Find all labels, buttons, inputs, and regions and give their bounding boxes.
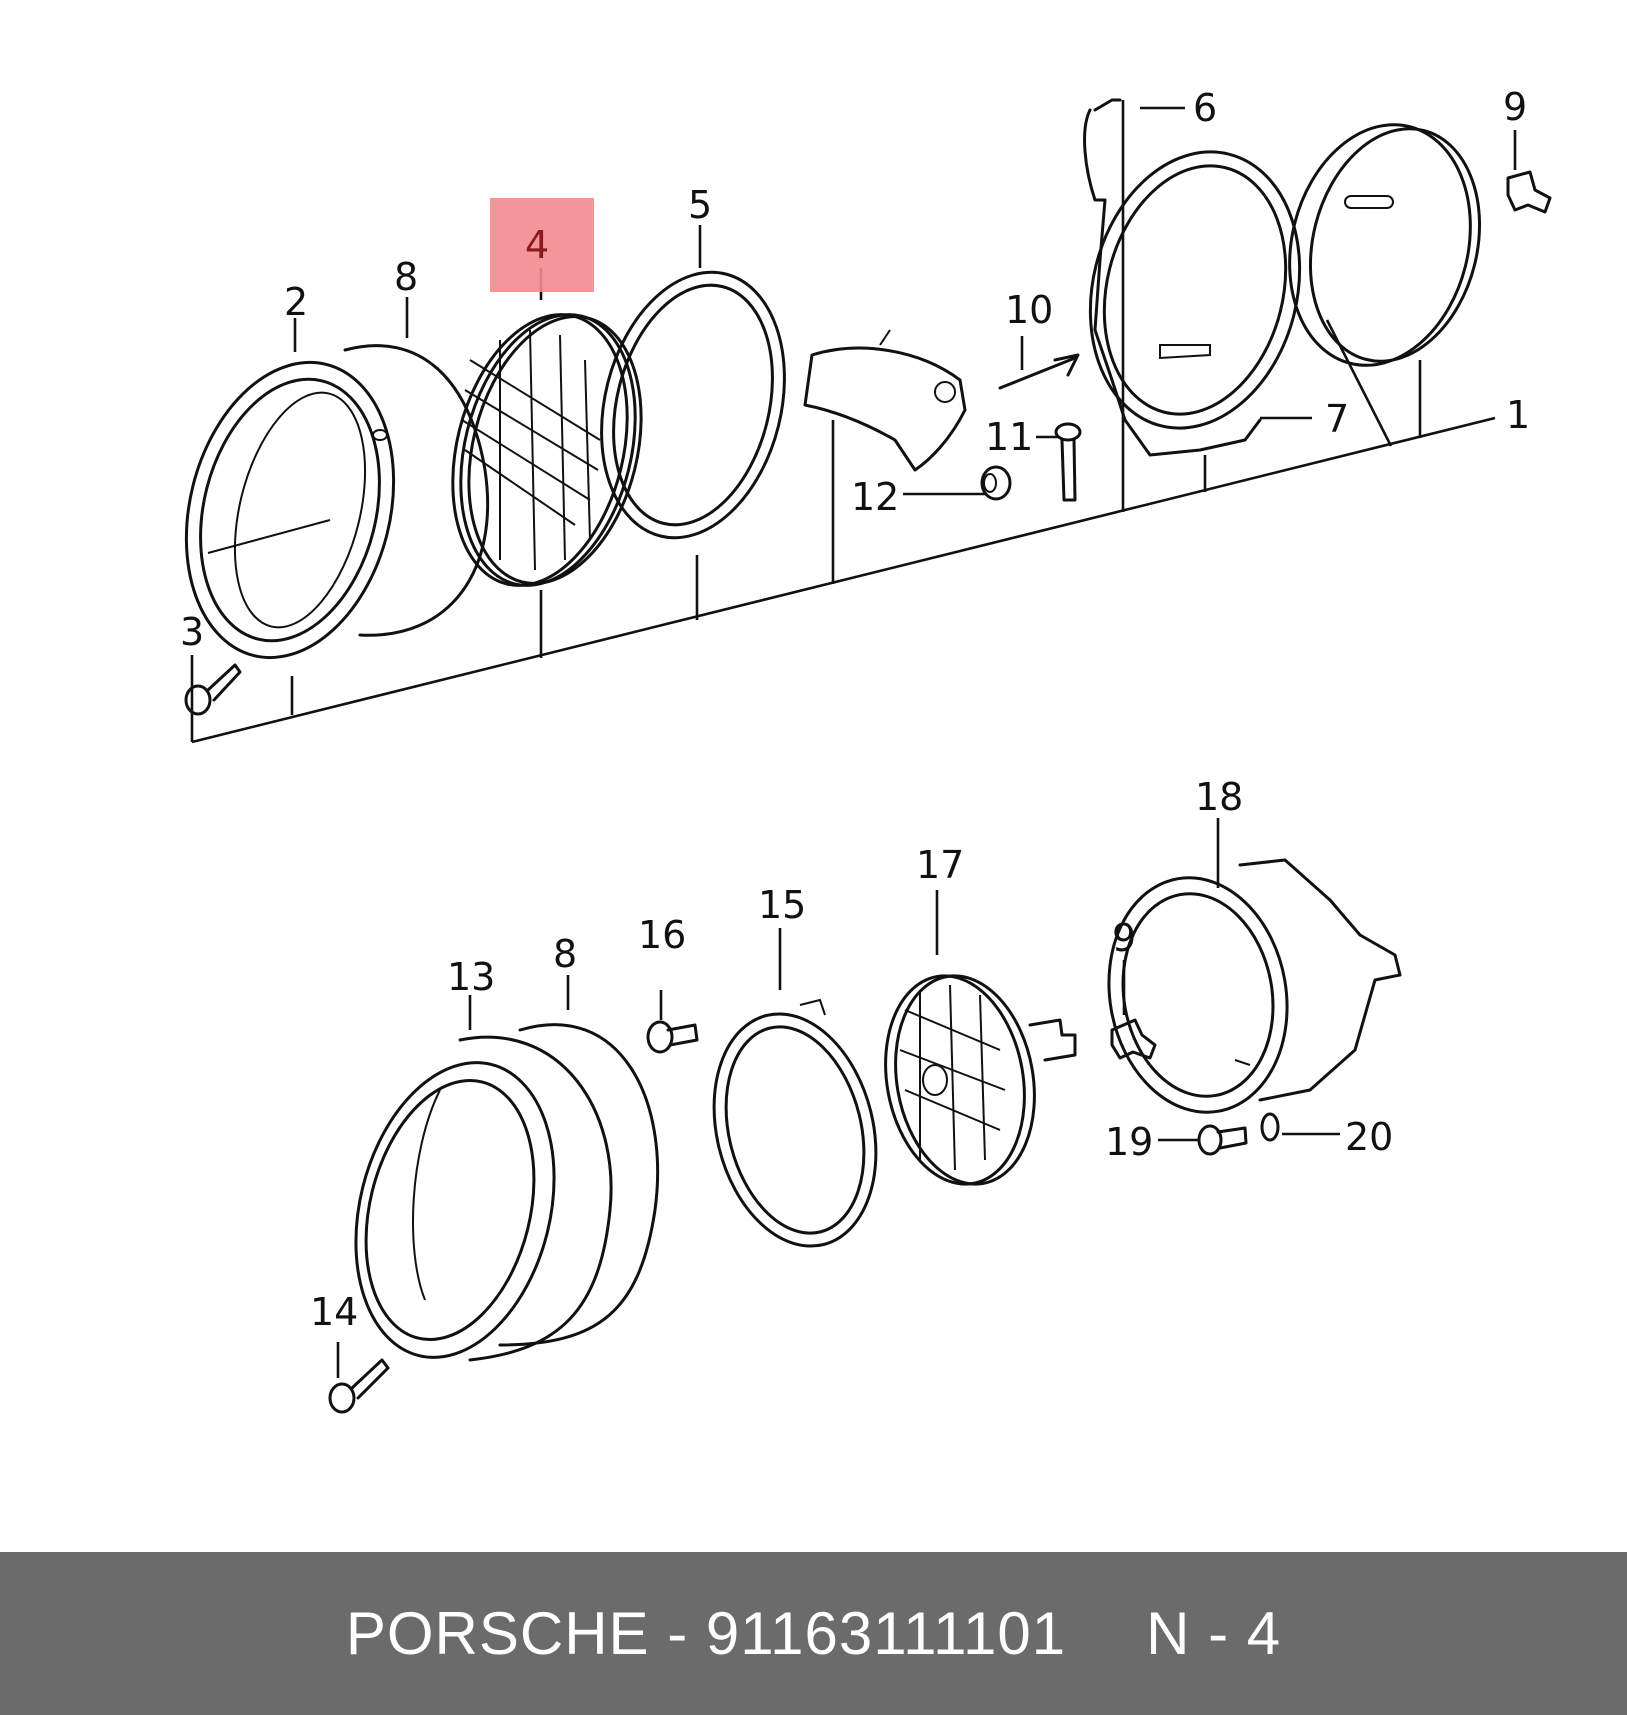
part-12-grommet bbox=[980, 465, 1012, 501]
part-15-retaining-ring bbox=[712, 998, 878, 1248]
reference-text: N - 4 bbox=[1146, 1600, 1282, 1667]
callout-8-top: 8 bbox=[394, 255, 418, 299]
highlight-box-4 bbox=[490, 198, 594, 292]
footer-bar: PORSCHE - 91163111101 N - 4 bbox=[0, 1552, 1627, 1715]
callout-6: 6 bbox=[1193, 86, 1217, 130]
part-8-seal bbox=[343, 344, 490, 637]
callout-15: 15 bbox=[758, 883, 806, 927]
top-leader-lines bbox=[190, 100, 1517, 742]
exploded-parts-diagram: 1 2 3 4 5 6 7 8 9 10 11 12 bbox=[180, 85, 1552, 1414]
callout-13: 13 bbox=[447, 955, 495, 999]
callout-5: 5 bbox=[688, 183, 712, 227]
part-9-clip-top bbox=[1506, 170, 1552, 214]
part-1-reflector bbox=[1288, 123, 1482, 367]
part-20-washer bbox=[1260, 1112, 1280, 1142]
part-9-clip-bottom bbox=[1110, 1018, 1157, 1060]
part-18-housing bbox=[1107, 858, 1402, 1114]
callout-1: 1 bbox=[1506, 393, 1530, 437]
bottom-assembly: 8 9 13 14 15 16 17 18 19 20 bbox=[310, 775, 1402, 1414]
part-16-screw bbox=[646, 1020, 699, 1054]
callout-12: 12 bbox=[851, 475, 899, 519]
part-10-adjusting-screw bbox=[998, 353, 1080, 390]
callout-3: 3 bbox=[180, 610, 204, 654]
bottom-callouts: 8 9 13 14 15 16 17 18 19 20 bbox=[310, 775, 1393, 1334]
part-6-housing bbox=[1083, 98, 1302, 457]
callout-9-bottom: 9 bbox=[1112, 916, 1136, 960]
callout-4: 4 bbox=[525, 223, 549, 267]
callout-11: 11 bbox=[985, 415, 1033, 459]
top-assembly: 1 2 3 4 5 6 7 8 9 10 11 12 bbox=[180, 85, 1552, 744]
adjuster-cover bbox=[803, 329, 967, 472]
part-4-lens bbox=[451, 313, 643, 587]
part-14-screw bbox=[328, 1358, 390, 1414]
callout-16: 16 bbox=[638, 913, 686, 957]
callout-8-bottom: 8 bbox=[553, 932, 577, 976]
part-11-pin bbox=[1054, 422, 1082, 502]
part-3-screw bbox=[184, 663, 242, 716]
part-13-bezel bbox=[354, 1035, 613, 1362]
part-number-text: PORSCHE - 91163111101 bbox=[345, 1600, 1067, 1667]
part-2-trim-ring bbox=[184, 360, 396, 660]
footer-text: PORSCHE - 91163111101 N - 4 bbox=[346, 1599, 1281, 1668]
part-17-sealed-beam bbox=[884, 974, 1077, 1186]
part-8-seal-bottom bbox=[498, 1023, 660, 1347]
part-5-retaining-ring bbox=[600, 270, 786, 540]
part-19-screw bbox=[1197, 1124, 1248, 1156]
bottom-leader-lines bbox=[336, 818, 1340, 1378]
callout-9-top: 9 bbox=[1503, 85, 1527, 129]
callout-20: 20 bbox=[1345, 1115, 1393, 1159]
callout-7: 7 bbox=[1325, 397, 1349, 441]
callout-18: 18 bbox=[1195, 775, 1243, 819]
callout-10: 10 bbox=[1005, 288, 1053, 332]
callout-2: 2 bbox=[284, 280, 308, 324]
callout-14: 14 bbox=[310, 1290, 358, 1334]
top-callouts: 1 2 3 4 5 6 7 8 9 10 11 12 bbox=[180, 85, 1530, 654]
callout-19: 19 bbox=[1105, 1120, 1153, 1164]
callout-17: 17 bbox=[916, 843, 964, 887]
top-baseline bbox=[191, 416, 1496, 744]
